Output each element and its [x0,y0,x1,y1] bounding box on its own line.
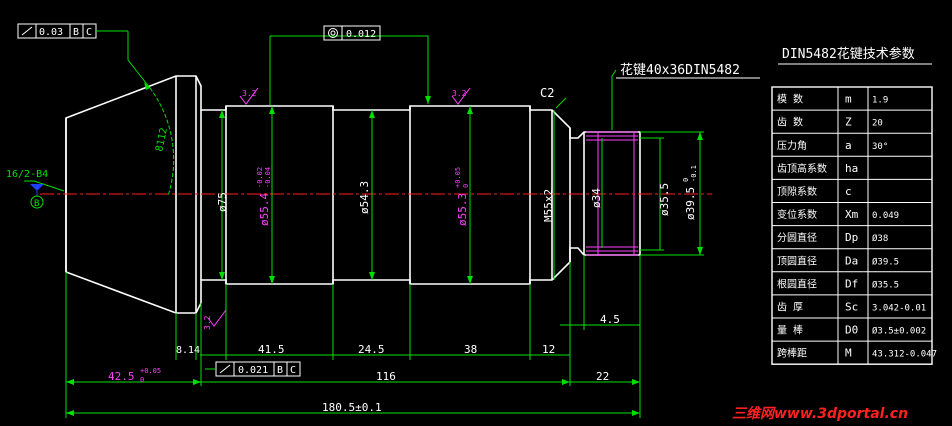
roughness-1: 3.2 [242,89,257,98]
table-title: DIN5482花键技术参数 [782,46,915,62]
diameter-34: ø34 [590,188,603,208]
table-cell-value: 0.049 [872,211,899,221]
center-hole-label: 16/2-B4 [6,169,48,180]
roughness-3: 3.2 [203,315,212,330]
roughness-symbols [207,87,471,327]
frame-bottom-value: 0.021 [238,365,268,376]
table-cell-symbol: Sc [845,300,858,313]
concentricity-icon [328,28,338,38]
table-cell-symbol: ha [845,162,858,175]
table-cell-value: Ø39.5 [872,256,899,267]
arrow-heads [66,82,703,416]
length-24-5: 24.5 [358,343,385,356]
table-cell-name: 跨棒距 [777,347,807,360]
table-cell-symbol: Da [845,254,858,267]
length-41-5: 41.5 [258,343,285,356]
table-cell-name: 变位系数 [777,208,817,221]
table-cell-name: 根圆直径 [777,277,817,290]
table-cell-name: 顶圆直径 [777,254,817,267]
table-cell-value: Ø35.5 [872,279,899,290]
tolerance-frame-top-center: 0.012 [323,25,381,41]
frame-bottom-datum2: C [290,365,296,376]
length-4-5: 4.5 [600,313,620,326]
spline-parameter-table: 模 数 m 1.9 齿 数 Z 20 压力角 a 30° 齿顶高系数 ha 顶隙系数 c 变位系数 Xm 0.… [771,86,937,365]
table-cell-value: 30° [872,142,888,152]
frame-top-left-value: 0.03 [39,27,63,38]
table-cell-symbol: a [845,139,852,152]
table-cell-value: 20 [872,119,883,129]
table-cell-name: 模 数 [777,93,803,106]
frame-top-left-datum2: C [86,27,92,38]
table-cell-value: Ø38 [872,233,888,244]
length-42-5-tol-up: +0.05 [140,367,161,375]
angle-label: 8112 [154,127,170,153]
length-42-5: 42.5 [108,370,135,383]
frame-bottom-datum1: B [277,365,283,376]
table-cell-symbol: Z [845,116,852,129]
diameter-39-5: ø39.5 [684,187,697,220]
table-cell-value: 3.042-0.01 [872,303,926,313]
length-38: 38 [464,343,477,356]
table-cell-symbol: m [845,93,852,106]
diameter-39-5-tol-up: 0 [682,178,690,182]
table-cell-value: 43.312-0.047 [872,350,937,360]
table-cell-name: 分圆直径 [777,231,817,244]
table-cell-symbol: c [845,185,852,198]
runout-icon [21,26,33,36]
diameter-55-4: ø55.4 [258,193,271,226]
length-8-14: 8.14 [176,345,200,356]
watermark: 三维网www.3dportal.cn [732,405,908,422]
runout-icon [219,364,231,374]
table-cell-symbol: M [845,347,852,360]
table-cell-symbol: Df [845,277,858,290]
table-cell-symbol: Dp [845,231,858,244]
table-cell-name: 量 棒 [777,324,803,337]
diameter-54-3: ø54.3 [358,181,371,214]
diameter-39-5-tol-low: -0.1 [690,165,698,182]
spline-label: 花键40x36DIN5482 [620,62,740,78]
diameter-55-4-tol-low: -0.04 [264,167,272,188]
length-42-5-tol-low: 0 [140,376,144,384]
table-cell-name: 齿顶高系数 [777,162,827,175]
table-cell-name: 齿 数 [777,116,803,129]
table-cell-value: 1.9 [872,96,888,106]
tolerance-frame-top-left: 0.03 B C [17,23,129,40]
table-cell-name: 顶隙系数 [777,185,817,198]
length-12: 12 [542,343,555,356]
datum-b-label: B [34,199,39,209]
frame-top-left-datum1: B [73,27,79,38]
table-cell-value: Ø3.5±0.002 [872,326,926,337]
diameter-35-5: ø35.5 [658,183,671,216]
roughness-2: 3.2 [452,89,467,98]
table-cell-name: 压力角 [777,139,807,152]
length-180-5: 180.5±0.1 [322,401,382,414]
chamfer-label: C2 [540,86,554,100]
table-cell-symbol: Xm [845,208,859,221]
diameter-55-3: ø55.3 [456,193,469,226]
length-116: 116 [376,370,396,383]
frame-top-center-value: 0.012 [346,29,376,40]
dimension-lines [24,35,704,418]
datum-b-marker: B [30,184,44,209]
tolerance-frame-bottom: 0.021 B C [205,361,301,377]
diameter-55-3-tol-up: +0.05 [454,167,462,188]
thread-m55: M55x2 [542,189,555,222]
table-cell-name: 齿 厚 [777,301,803,313]
diameter-75: ø75 [216,192,229,212]
length-22: 22 [596,370,609,383]
diameter-55-4-tol-up: -0.02 [256,167,264,188]
spline-teeth [586,131,638,256]
table-cell-symbol: D0 [845,324,858,337]
diameter-55-3-tol-low: 0 [462,184,470,188]
